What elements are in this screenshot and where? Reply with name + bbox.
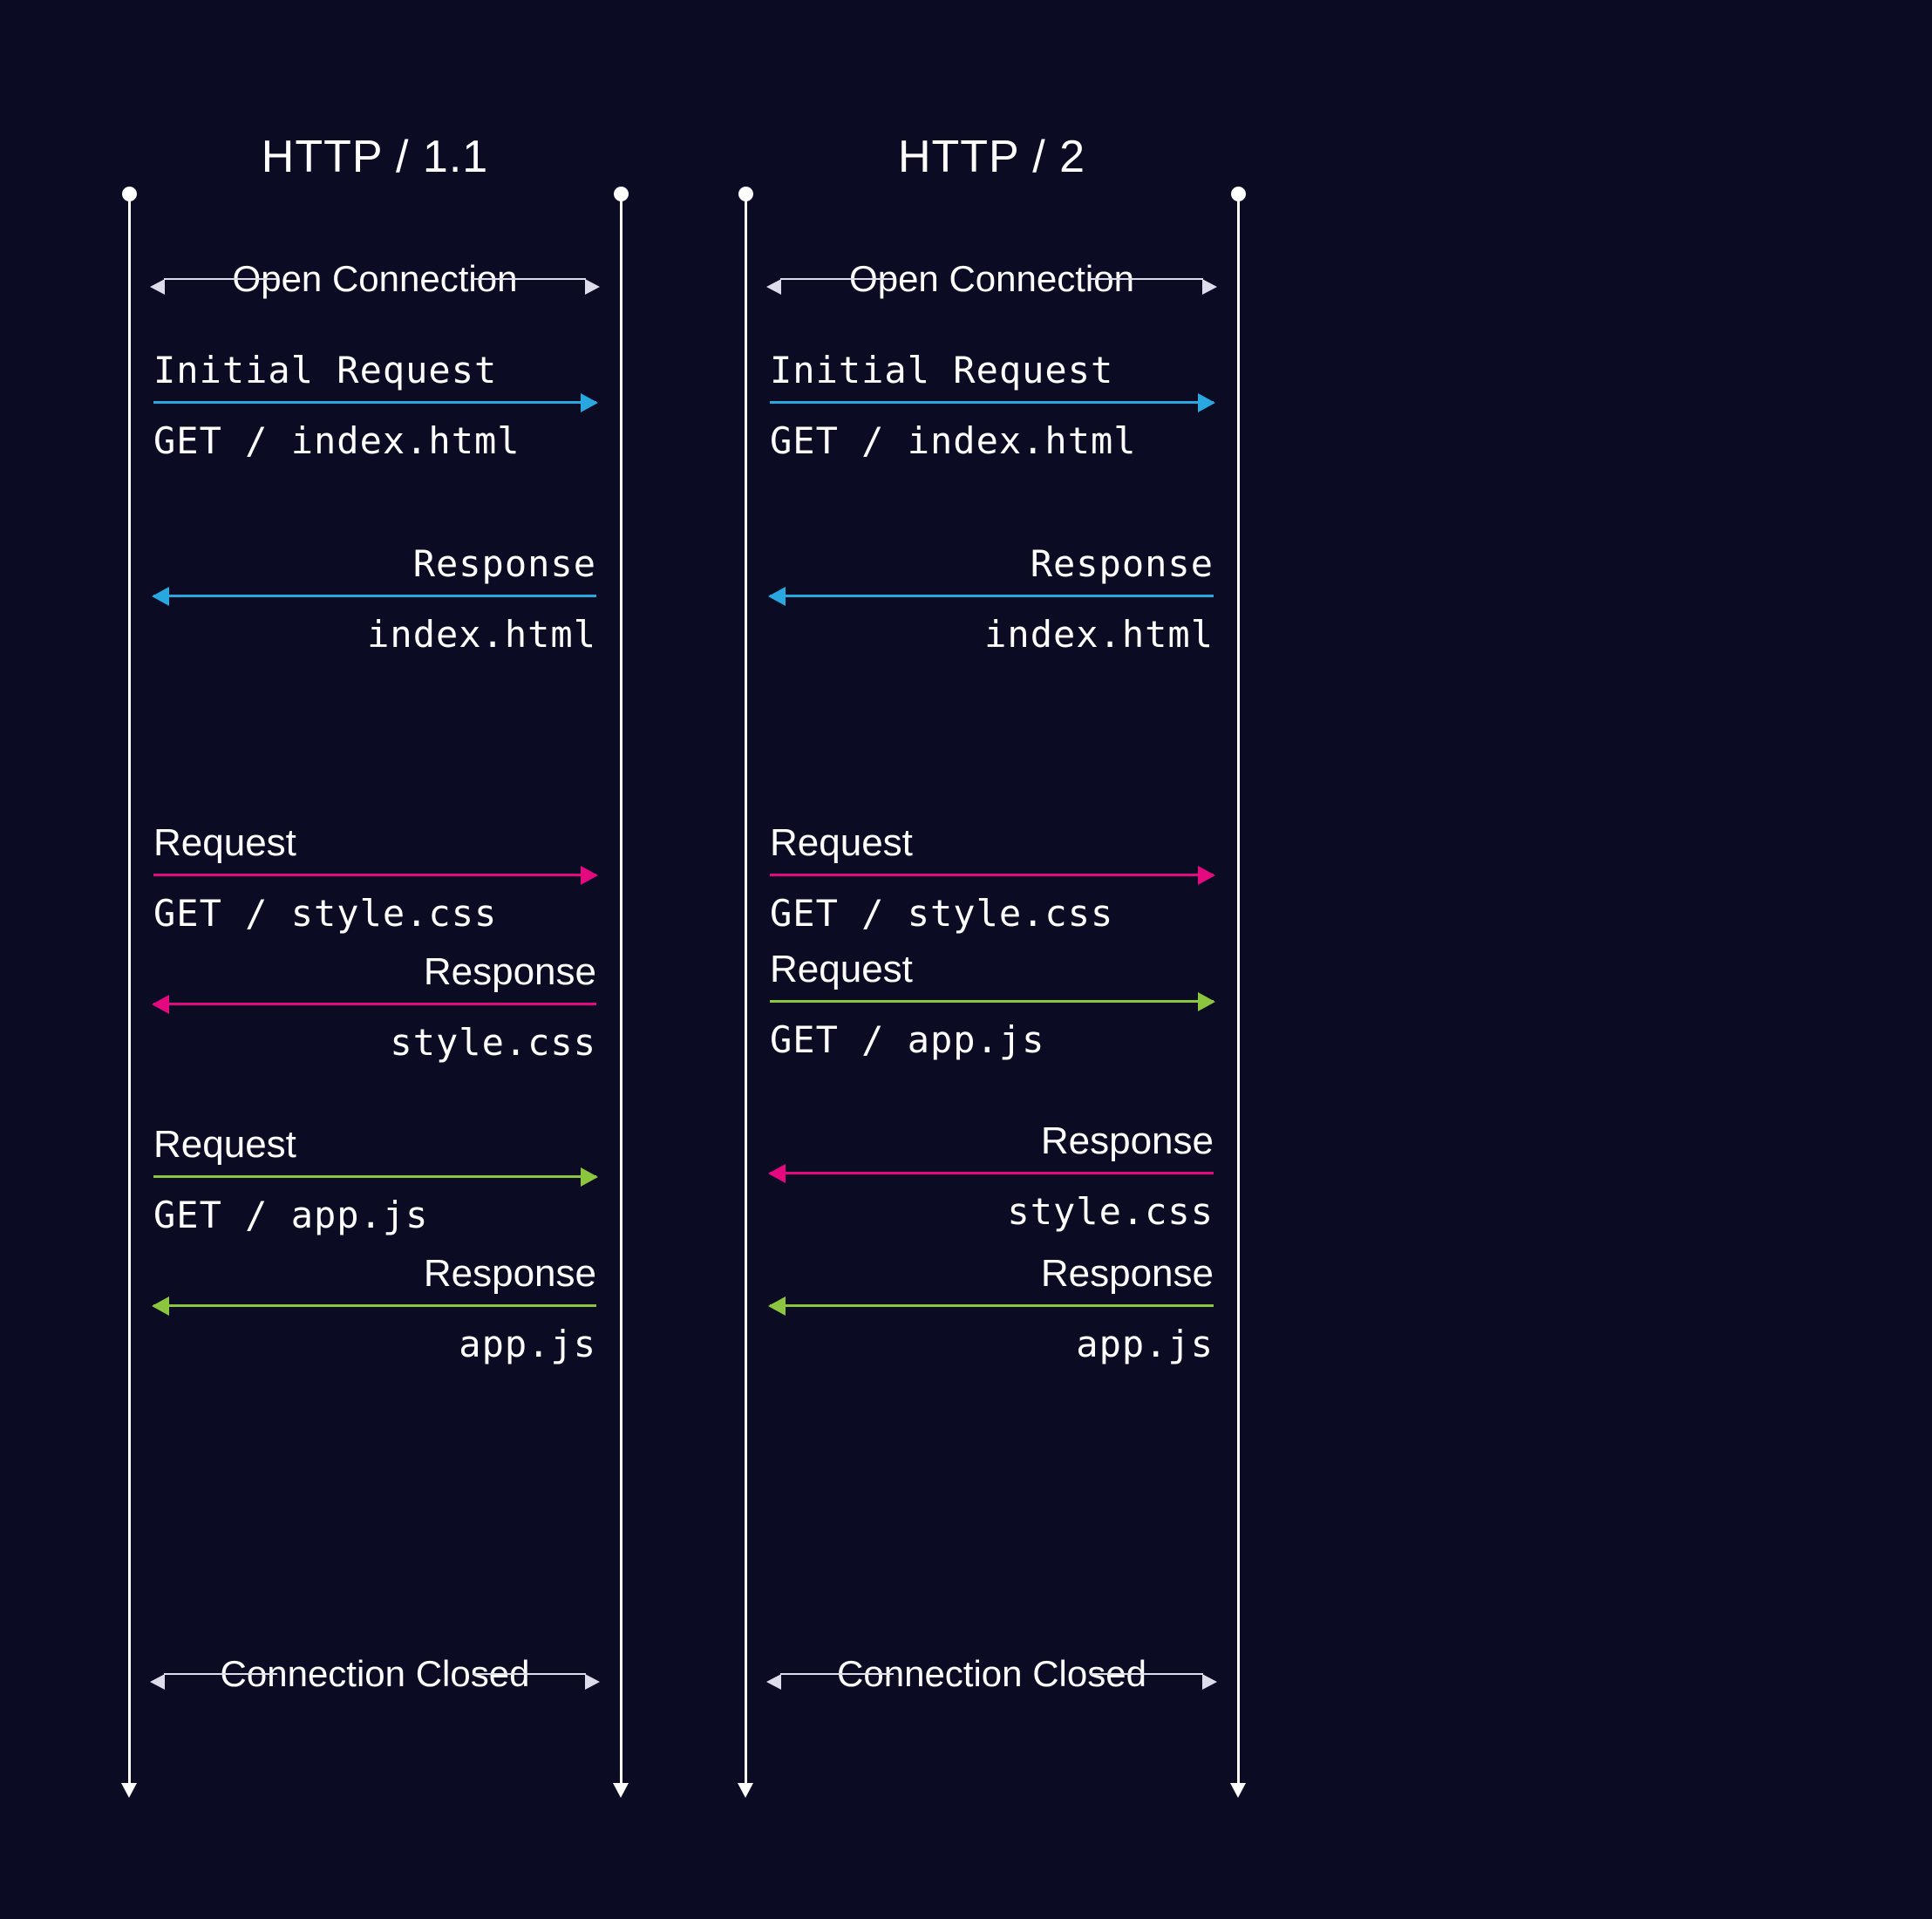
message-arrow-line-http2-1 [770,595,1214,597]
message-file-http11-1: index.html [367,613,596,656]
open-connection-row-http11-left-line [164,278,277,280]
message-arrowhead-http11-1 [152,587,169,606]
message-arrow-line-http11-1 [153,595,596,597]
open-connection-row-http2-label: Open Connection [849,258,1134,299]
message-label-http11-0: Initial Request [153,349,498,391]
connection-closed-row-http11-right-line [473,1673,586,1675]
message-arrowhead-http11-4 [581,1167,598,1187]
connection-closed-row-http2-right-line [1090,1673,1203,1675]
message-label-http2-3: Request [770,948,913,990]
lifeline-http2-server [1237,194,1240,1783]
message-file-http2-2: GET / style.css [770,892,1114,935]
message-arrowhead-http11-0 [581,393,598,412]
lifeline-http11-server [620,194,622,1783]
message-file-http11-5: app.js [459,1323,596,1365]
open-connection-row-http11-label: Open Connection [232,258,518,299]
open-connection-row-http11-right-line [473,278,586,280]
connection-closed-row-http2: Connection Closed [766,1650,1217,1698]
message-arrow-line-http2-2 [770,874,1214,876]
message-file-http2-5: app.js [1076,1323,1214,1365]
lifeline-end-arrow-http11-server [613,1783,629,1798]
open-connection-row-http2-left-line [780,278,894,280]
message-label-http2-1: Response [1030,542,1214,585]
open-connection-row-http2-right-arrowhead [1202,279,1217,295]
message-label-http2-0: Initial Request [770,349,1114,391]
message-file-http11-2: GET / style.css [153,892,498,935]
message-arrowhead-http11-5 [152,1296,169,1316]
connection-closed-row-http2-left-line [780,1673,894,1675]
message-label-http2-4: Response [1040,1119,1214,1162]
message-block-http2-5: Response app.js [768,1250,1214,1381]
lifeline-end-arrow-http2-client [738,1783,753,1798]
panel-title-http11: HTTP / 1.1 [261,132,489,182]
message-label-http11-4: Request [153,1123,296,1166]
message-arrow-line-http11-0 [153,401,596,404]
message-arrowhead-http2-5 [768,1296,786,1316]
message-block-http11-5: Response app.js [152,1250,596,1381]
open-connection-row-http2-right-line [1090,278,1203,280]
message-file-http2-0: GET / index.html [770,419,1137,462]
message-label-http11-2: Request [153,821,296,864]
open-connection-row-http11-right-arrowhead [585,279,600,295]
message-file-http11-0: GET / index.html [153,419,520,462]
message-arrowhead-http2-1 [768,587,786,606]
open-connection-row-http11: Open Connection [150,255,600,303]
message-arrowhead-http11-2 [581,866,598,885]
message-arrow-line-http2-3 [770,1000,1214,1003]
message-block-http11-3: Response style.css [152,949,596,1079]
message-arrowhead-http2-0 [1198,393,1215,412]
message-file-http2-3: GET / app.js [770,1018,1045,1061]
message-arrowhead-http11-3 [152,995,169,1014]
open-connection-row-http11-left-arrowhead [150,279,165,295]
connection-closed-row-http2-right-arrowhead [1202,1674,1217,1690]
message-file-http11-4: GET / app.js [153,1194,429,1236]
message-arrowhead-http2-2 [1198,866,1215,885]
message-arrow-line-http11-4 [153,1175,596,1178]
lifeline-http11-client [128,194,131,1783]
message-arrow-line-http11-5 [153,1304,596,1307]
message-arrowhead-http2-3 [1198,992,1215,1011]
lifeline-http2-client [745,194,747,1783]
message-arrow-line-http2-4 [770,1172,1214,1174]
message-block-http2-4: Response style.css [768,1118,1214,1249]
message-label-http11-5: Response [423,1252,596,1295]
connection-closed-row-http11-left-arrowhead [150,1674,165,1690]
message-arrow-line-http11-3 [153,1003,596,1005]
connection-closed-row-http2-left-arrowhead [766,1674,781,1690]
message-label-http11-3: Response [423,950,596,993]
message-file-http2-1: index.html [984,613,1214,656]
connection-closed-row-http11-right-arrowhead [585,1674,600,1690]
message-label-http2-2: Request [770,821,913,864]
connection-closed-row-http11-left-line [164,1673,277,1675]
message-file-http11-3: style.css [390,1021,596,1064]
lifeline-end-arrow-http11-client [121,1783,137,1798]
message-block-http2-1: Response index.html [768,541,1214,671]
panel-title-http2: HTTP / 2 [897,132,1086,182]
connection-closed-row-http11: Connection Closed [150,1650,600,1698]
message-arrow-line-http2-0 [770,401,1214,404]
open-connection-row-http2-left-arrowhead [766,279,781,295]
message-arrowhead-http2-4 [768,1164,786,1183]
message-label-http11-1: Response [412,542,596,585]
message-arrow-line-http2-5 [770,1304,1214,1307]
lifeline-end-arrow-http2-server [1230,1783,1246,1798]
message-file-http2-4: style.css [1007,1190,1214,1233]
message-arrow-line-http11-2 [153,874,596,876]
message-label-http2-5: Response [1040,1252,1214,1295]
open-connection-row-http2: Open Connection [766,255,1217,303]
message-block-http11-1: Response index.html [152,541,596,671]
